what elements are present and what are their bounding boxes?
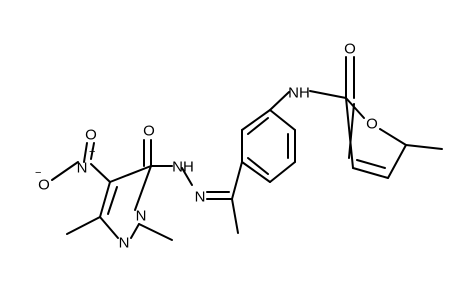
bond: [356, 159, 386, 169]
pyrazole-n-methyl-bond: [138, 223, 173, 241]
nitro-c-n-bond: [90, 163, 111, 183]
bond: [345, 97, 354, 169]
atom-label-amide-oxygen: O: [344, 41, 356, 58]
bond: [109, 165, 152, 183]
bond: [387, 144, 407, 179]
charge-nitro-n: +: [89, 146, 95, 158]
atom-label-nitro-oxygen-bottom: O: [38, 177, 50, 194]
amide-bond: [309, 90, 347, 99]
bond: [99, 181, 111, 218]
atom-label-hydrazide-oxygen: O: [143, 123, 155, 140]
atom-label-nitro-oxygen-top: O: [85, 127, 97, 144]
bond: [134, 165, 152, 211]
bond: [379, 128, 407, 146]
atom-label-amide-nh: NH: [288, 85, 310, 102]
atom-label-furan-oxygen: O: [366, 116, 378, 133]
bond: [247, 157, 269, 175]
nitro-n-o-bond: [83, 142, 88, 163]
atom-label-pyrazole-n1: N: [136, 208, 147, 225]
nitro-n-o-bond: [90, 142, 95, 160]
pyrazole-3-methyl-bond: [66, 216, 101, 235]
bond: [99, 216, 119, 239]
pyrazole-ring: [99, 165, 152, 239]
amide-nh-bond: [269, 91, 290, 111]
bond: [241, 109, 271, 131]
bond: [348, 103, 355, 159]
bond: [247, 117, 269, 135]
aryl-imine-carbon-bond: [231, 161, 243, 200]
imine-methyl-bond: [231, 198, 239, 234]
bond: [269, 161, 296, 183]
benzene-ring: [241, 109, 296, 183]
bond: [345, 97, 365, 119]
furan-methyl-bond: [405, 144, 443, 150]
bond: [269, 109, 296, 131]
atom-label-hydrazide-nh: NH: [172, 159, 194, 176]
atom-label-nitro-n: N: [77, 160, 88, 177]
furan-ring: [345, 97, 407, 179]
charge-nitro-oxygen: −: [35, 167, 41, 179]
atom-label-pyrazole-n2: N: [119, 235, 130, 252]
bond: [241, 161, 271, 183]
nitro-n-o-bond: [51, 161, 79, 181]
bond: [130, 223, 140, 239]
bond: [352, 167, 389, 179]
bond: [107, 186, 118, 215]
atom-label-hydrazone-n: N: [195, 189, 206, 206]
n-n-bond: [181, 167, 193, 186]
